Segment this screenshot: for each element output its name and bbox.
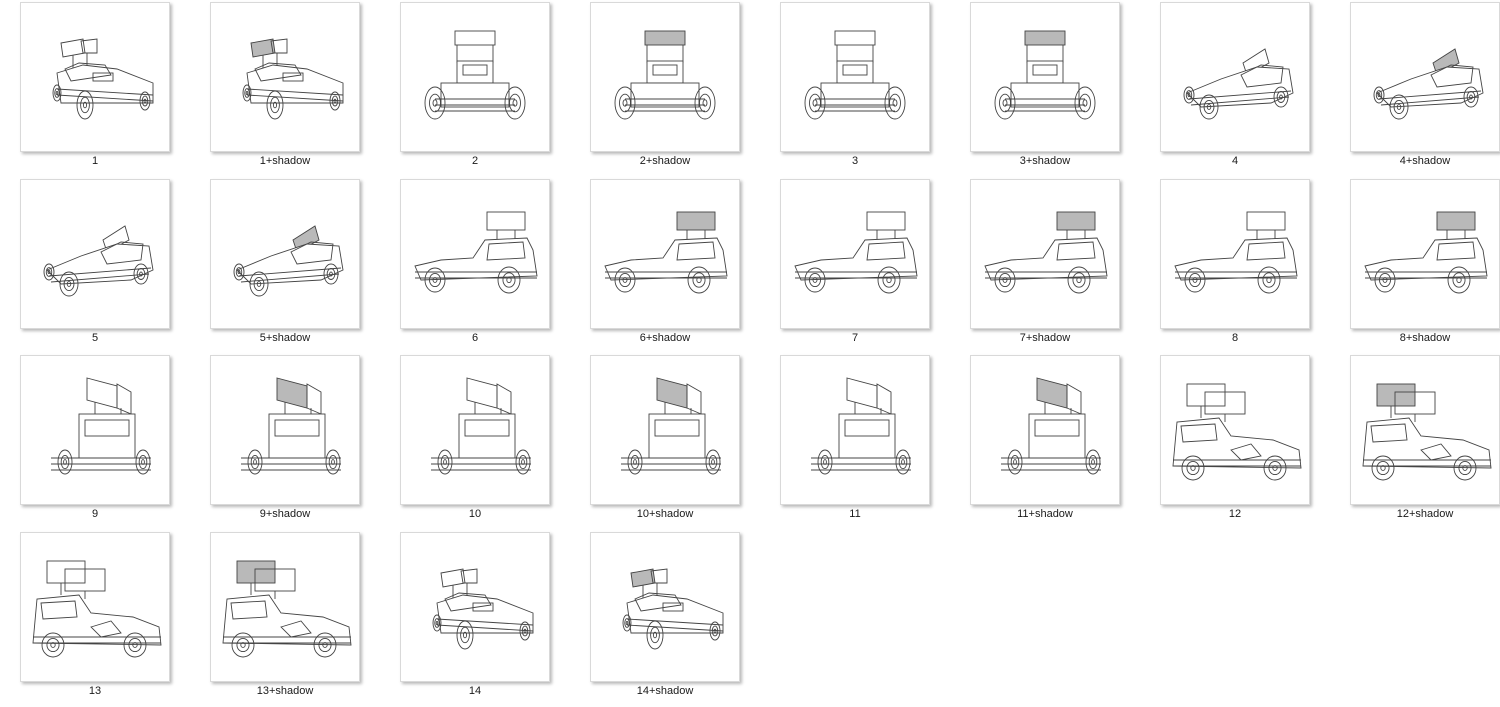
thumbnail-label: 12+shadow [1396, 508, 1454, 520]
thumbnail-item[interactable]: 7+shadow [950, 177, 1140, 353]
thumbnail-item[interactable]: 14 [380, 530, 570, 706]
thumbnail-image[interactable] [1350, 179, 1500, 329]
thumbnail-image[interactable] [1160, 355, 1310, 505]
thumbnail-label: 5 [91, 332, 99, 344]
thumbnail-label: 13 [88, 685, 102, 697]
thumbnail-item[interactable]: 3+shadow [950, 0, 1140, 176]
thumbnail-image[interactable] [1160, 2, 1310, 152]
thumbnail-image[interactable] [780, 355, 930, 505]
thumbnail-label: 9 [91, 508, 99, 520]
thumbnail-label: 12 [1228, 508, 1242, 520]
thumbnail-image[interactable] [20, 2, 170, 152]
thumbnail-item[interactable]: 13 [0, 530, 190, 706]
thumbnail-label: 3+shadow [1019, 155, 1071, 167]
thumbnail-item[interactable]: 9+shadow [190, 353, 380, 529]
thumbnail-label: 13+shadow [256, 685, 314, 697]
thumbnail-label: 2+shadow [639, 155, 691, 167]
thumbnail-image[interactable] [210, 532, 360, 682]
thumbnail-item[interactable]: 12 [1140, 353, 1330, 529]
thumbnail-item[interactable]: 8+shadow [1330, 177, 1500, 353]
thumbnail-label: 3 [851, 155, 859, 167]
thumbnail-image[interactable] [780, 179, 930, 329]
thumbnail-image[interactable] [400, 179, 550, 329]
thumbnail-image[interactable] [590, 355, 740, 505]
thumbnail-item[interactable]: 2+shadow [570, 0, 760, 176]
thumbnail-image[interactable] [400, 355, 550, 505]
thumbnail-image[interactable] [210, 179, 360, 329]
thumbnail-image[interactable] [1350, 355, 1500, 505]
thumbnail-label: 1+shadow [259, 155, 311, 167]
thumbnail-image[interactable] [590, 179, 740, 329]
thumbnail-item[interactable]: 13+shadow [190, 530, 380, 706]
thumbnail-item[interactable]: 2 [380, 0, 570, 176]
thumbnail-label: 1 [91, 155, 99, 167]
thumbnail-image[interactable] [400, 532, 550, 682]
thumbnail-image[interactable] [970, 2, 1120, 152]
thumbnail-label: 10+shadow [636, 508, 694, 520]
thumbnail-image[interactable] [1350, 2, 1500, 152]
thumbnail-item[interactable]: 1 [0, 0, 190, 176]
thumbnail-item[interactable]: 14+shadow [570, 530, 760, 706]
thumbnail-image[interactable] [20, 179, 170, 329]
thumbnail-label: 2 [471, 155, 479, 167]
thumbnail-image[interactable] [210, 2, 360, 152]
thumbnail-item[interactable]: 8 [1140, 177, 1330, 353]
thumbnail-image[interactable] [970, 355, 1120, 505]
thumbnail-image[interactable] [590, 532, 740, 682]
thumbnail-label: 7+shadow [1019, 332, 1071, 344]
thumbnail-label: 4 [1231, 155, 1239, 167]
thumbnail-item[interactable]: 4+shadow [1330, 0, 1500, 176]
thumbnail-item[interactable]: 11+shadow [950, 353, 1140, 529]
thumbnail-item[interactable]: 12+shadow [1330, 353, 1500, 529]
thumbnail-label: 8+shadow [1399, 332, 1451, 344]
thumbnail-item[interactable]: 6 [380, 177, 570, 353]
thumbnail-label: 8 [1231, 332, 1239, 344]
thumbnail-item[interactable]: 3 [760, 0, 950, 176]
thumbnail-label: 6 [471, 332, 479, 344]
thumbnail-image[interactable] [1160, 179, 1310, 329]
thumbnail-label: 9+shadow [259, 508, 311, 520]
thumbnail-label: 10 [468, 508, 482, 520]
thumbnail-image[interactable] [20, 532, 170, 682]
thumbnail-label: 14+shadow [636, 685, 694, 697]
thumbnail-item[interactable]: 9 [0, 353, 190, 529]
thumbnail-item[interactable]: 7 [760, 177, 950, 353]
thumbnail-item[interactable]: 6+shadow [570, 177, 760, 353]
thumbnail-image[interactable] [970, 179, 1120, 329]
thumbnail-item[interactable]: 10 [380, 353, 570, 529]
thumbnail-item[interactable]: 10+shadow [570, 353, 760, 529]
thumbnail-image[interactable] [20, 355, 170, 505]
thumbnail-image[interactable] [210, 355, 360, 505]
thumbnail-image[interactable] [780, 2, 930, 152]
thumbnail-item[interactable]: 5+shadow [190, 177, 380, 353]
thumbnail-item[interactable]: 11 [760, 353, 950, 529]
thumbnail-label: 6+shadow [639, 332, 691, 344]
thumbnail-label: 14 [468, 685, 482, 697]
thumbnail-item[interactable]: 4 [1140, 0, 1330, 176]
thumbnail-image[interactable] [590, 2, 740, 152]
thumbnail-label: 4+shadow [1399, 155, 1451, 167]
thumbnail-image[interactable] [400, 2, 550, 152]
thumbnail-item[interactable]: 1+shadow [190, 0, 380, 176]
thumbnail-label: 11 [849, 508, 861, 520]
thumbnail-label: 5+shadow [259, 332, 311, 344]
thumbnail-label: 7 [851, 332, 859, 344]
thumbnail-item[interactable]: 5 [0, 177, 190, 353]
thumbnail-label: 11+shadow [1017, 508, 1073, 520]
